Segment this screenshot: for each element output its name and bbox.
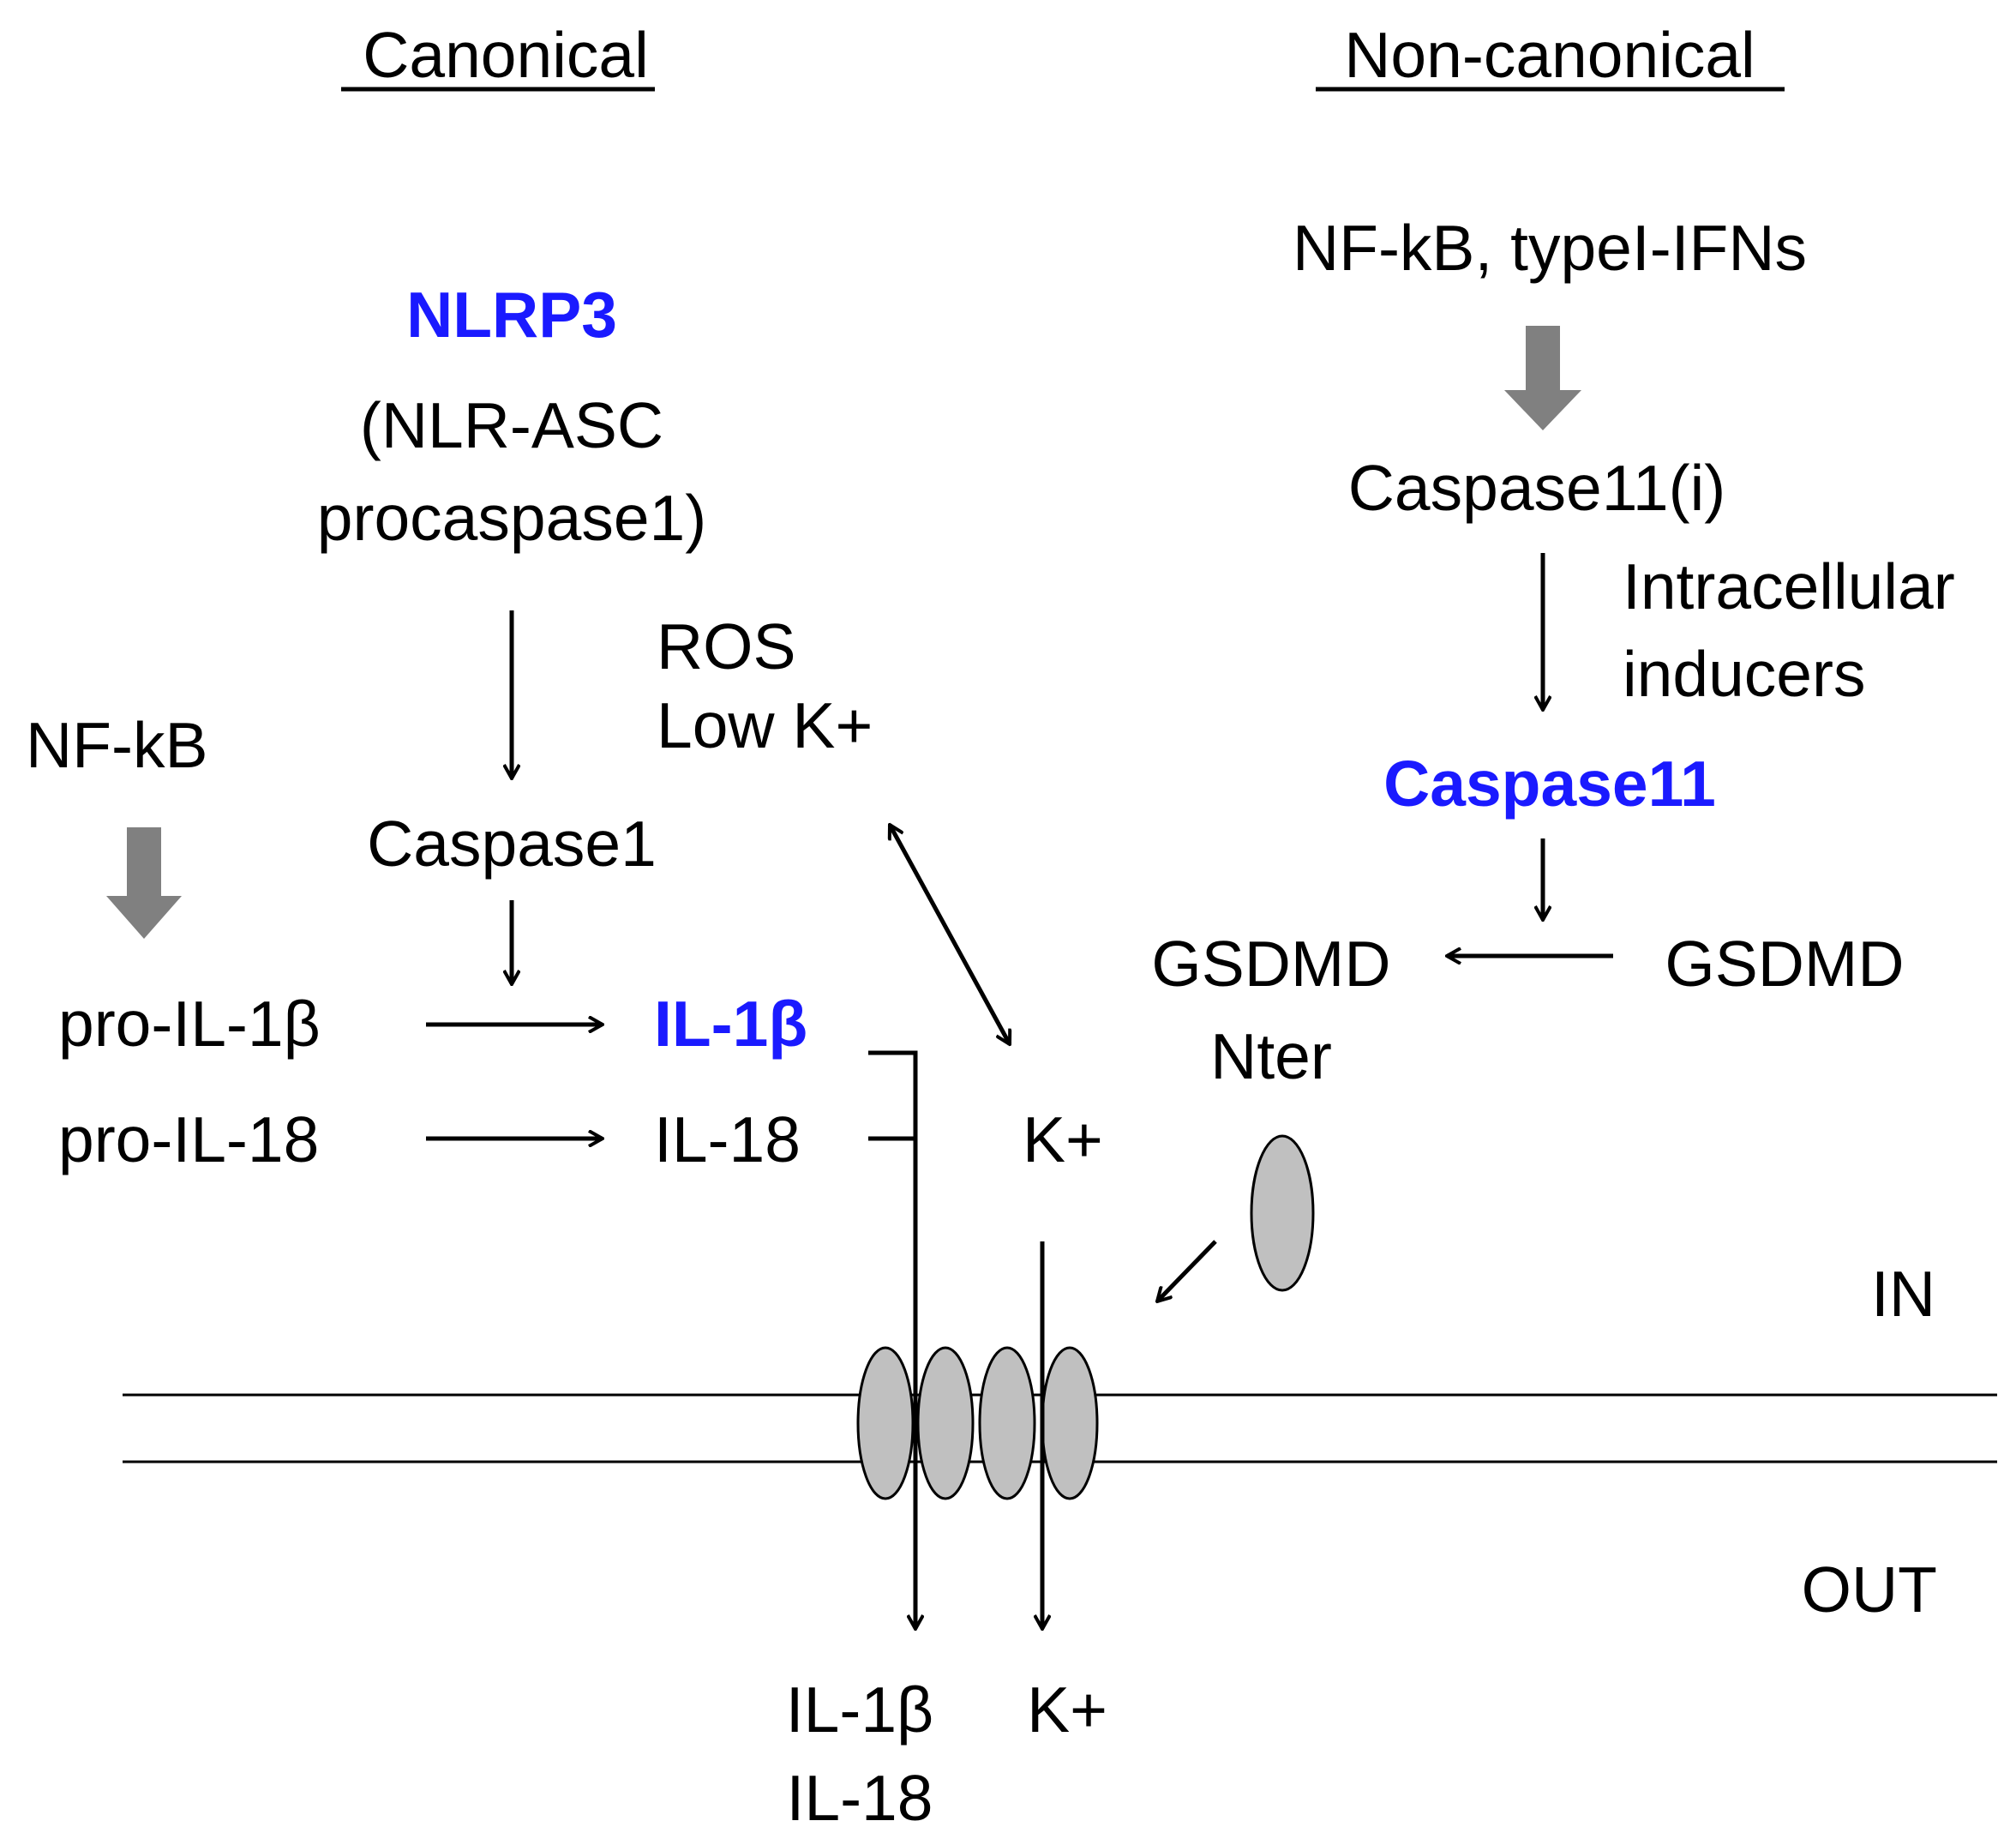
inducers-label-line2: inducers: [1623, 638, 1865, 710]
nlrp3-label: NLRP3: [406, 279, 617, 351]
complex-label-line1: (NLR-ASC: [360, 389, 663, 461]
inside-compartment-label: IN: [1871, 1258, 1935, 1330]
pore-subunit: [916, 1346, 975, 1500]
gsdmd-nter-label-line2: Nter: [1210, 1020, 1332, 1092]
il1b-label: IL-1β: [654, 988, 807, 1060]
released-il1b-label: IL-1β: [786, 1674, 933, 1746]
complex-label-line2: procaspase1): [317, 482, 706, 554]
ros-low-k-bidirectional-arrow: [890, 825, 1010, 1044]
low-k-label: Low K+: [657, 689, 873, 761]
nfkb-typei-ifns-label: NF-kB, typeI-IFNs: [1293, 212, 1807, 284]
gsdmd-nter-label-line1: GSDMD: [1151, 928, 1390, 1000]
pro-il18-label: pro-IL-18: [58, 1103, 319, 1175]
il18-label: IL-18: [654, 1103, 801, 1175]
released-k-label: K+: [1027, 1674, 1107, 1746]
non-canonical-header: Non-canonical: [1316, 19, 1785, 92]
caspase11-label: Caspase11: [1383, 748, 1716, 820]
outside-compartment-label: OUT: [1802, 1554, 1937, 1626]
gsdmd-label: GSDMD: [1665, 928, 1904, 1000]
ifn-induction-arrow: [1504, 326, 1581, 430]
gsdmd-nter-fragment: [1250, 1134, 1315, 1292]
pro-il1b-label: pro-IL-1β: [58, 988, 321, 1060]
canonical-header: Canonical: [341, 19, 655, 92]
caspase11i-label: Caspase11(i): [1348, 452, 1725, 524]
caspase1-label: Caspase1: [367, 808, 657, 880]
nfkb-label: NF-kB: [26, 709, 207, 781]
pore-subunit: [1041, 1346, 1099, 1500]
k-inside-label: K+: [1023, 1103, 1103, 1175]
released-il18-label: IL-18: [787, 1762, 933, 1834]
pore-subunit: [978, 1346, 1036, 1500]
nfkb-induction-arrow: [106, 827, 182, 939]
ros-label: ROS: [657, 610, 796, 682]
svg-text:Canonical: Canonical: [363, 19, 649, 91]
nter-to-membrane-arrow: [1157, 1240, 1217, 1301]
svg-text:Non-canonical: Non-canonical: [1344, 19, 1755, 91]
inducers-label-line1: Intracellular: [1623, 550, 1955, 622]
pore-subunit: [856, 1346, 915, 1500]
gasdermin-pore: [856, 1346, 1099, 1500]
